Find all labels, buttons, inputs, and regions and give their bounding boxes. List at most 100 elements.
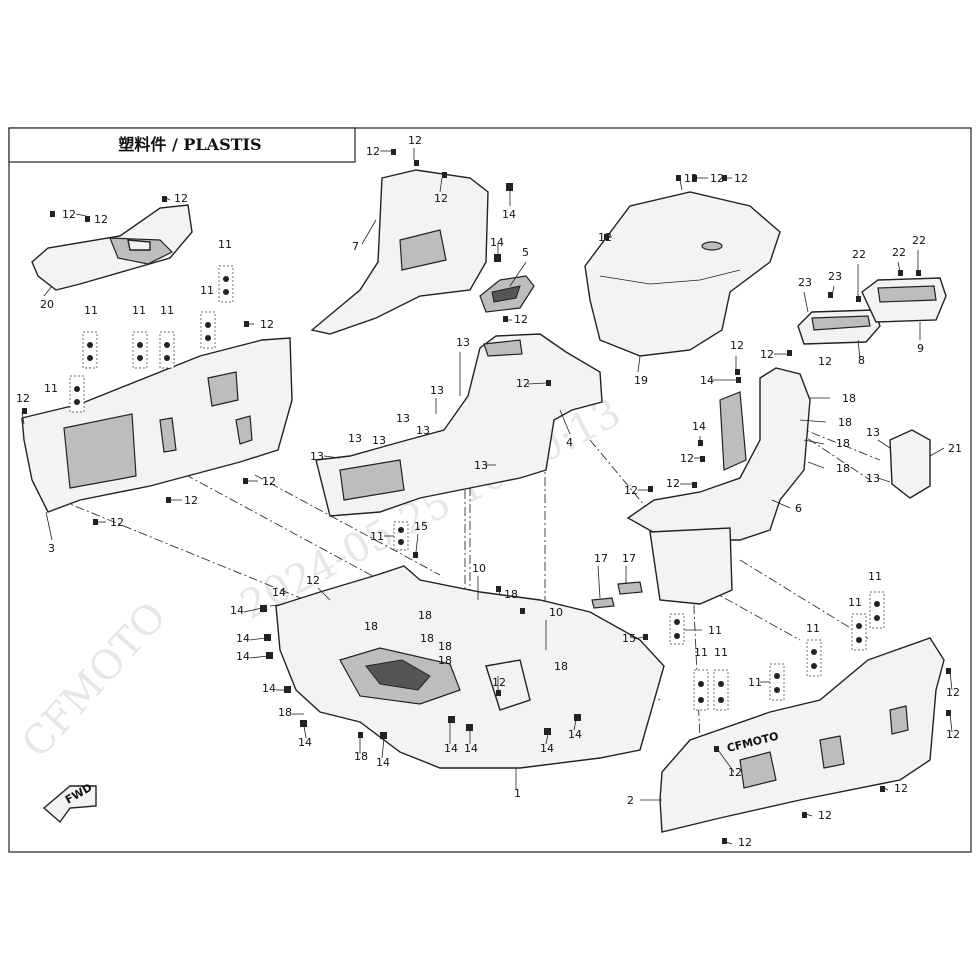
callout-12q: 12 bbox=[516, 377, 530, 390]
callout-12v: 12 bbox=[624, 484, 638, 497]
callout-10a: 10 bbox=[472, 562, 486, 575]
callout-11j: 11 bbox=[714, 646, 728, 659]
callout-18f: 18 bbox=[438, 654, 452, 667]
callout-12g: 12 bbox=[260, 318, 274, 331]
callout-14b: 14 bbox=[490, 236, 504, 249]
callout-18i: 18 bbox=[354, 750, 368, 763]
part-20-rear-upper-fender bbox=[31, 204, 193, 291]
callout-12n: 12 bbox=[734, 172, 748, 185]
callout-12h: 12 bbox=[16, 392, 30, 405]
callout-labels: 1 2 3 4 5 6 7 8 9 10 10 11 11 11 11 11 1… bbox=[16, 134, 962, 849]
callout-12l: 12 bbox=[684, 172, 698, 185]
callout-13c: 13 bbox=[396, 412, 410, 425]
callout-18g: 18 bbox=[554, 660, 568, 673]
callout-18k: 18 bbox=[838, 416, 852, 429]
leader-lines bbox=[21, 148, 953, 845]
callout-17b: 17 bbox=[622, 552, 636, 565]
callout-13i: 13 bbox=[866, 426, 880, 439]
part-21-bracket bbox=[889, 429, 931, 499]
callout-12r: 12 bbox=[730, 339, 744, 352]
diagram-frame bbox=[8, 127, 972, 853]
callout-7: 7 bbox=[352, 240, 359, 253]
callout-23a: 23 bbox=[798, 276, 812, 289]
callout-12d: 12 bbox=[62, 208, 76, 221]
callout-11d: 11 bbox=[200, 284, 214, 297]
callout-2: 2 bbox=[627, 794, 634, 807]
callout-14a: 14 bbox=[502, 208, 516, 221]
callout-9: 9 bbox=[917, 342, 924, 355]
callout-11a: 11 bbox=[84, 304, 98, 317]
callout-12u: 12 bbox=[680, 452, 694, 465]
part-1-floor-pan bbox=[275, 565, 665, 769]
callout-4: 4 bbox=[566, 436, 573, 449]
callout-11g: 11 bbox=[370, 530, 384, 543]
callout-12j: 12 bbox=[110, 516, 124, 529]
callout-8: 8 bbox=[858, 354, 865, 367]
callout-11n: 11 bbox=[868, 570, 882, 583]
callout-21: 21 bbox=[948, 442, 962, 455]
callout-12y: 12 bbox=[492, 676, 506, 689]
callout-18a: 18 bbox=[504, 588, 518, 601]
part-6-rear-support bbox=[626, 367, 811, 605]
callout-5: 5 bbox=[522, 246, 529, 259]
callout-1: 1 bbox=[514, 787, 521, 800]
callout-12t: 12 bbox=[818, 355, 832, 368]
part-7-front-inner-panel bbox=[310, 169, 489, 335]
callout-14i: 14 bbox=[262, 682, 276, 695]
title-box bbox=[8, 127, 356, 163]
callout-14o: 14 bbox=[568, 728, 582, 741]
fasteners bbox=[22, 149, 951, 844]
callout-15b: 15 bbox=[622, 632, 636, 645]
callout-14n: 14 bbox=[540, 742, 554, 755]
callout-11b: 11 bbox=[132, 304, 146, 317]
callout-14m: 14 bbox=[464, 742, 478, 755]
callout-11l: 11 bbox=[806, 622, 820, 635]
callout-12ab: 12 bbox=[818, 809, 832, 822]
callout-18h: 18 bbox=[278, 706, 292, 719]
callout-14j: 14 bbox=[298, 736, 312, 749]
fastener-boxes bbox=[69, 265, 885, 711]
callout-14c: 14 bbox=[700, 374, 714, 387]
callout-22b: 22 bbox=[892, 246, 906, 259]
callout-18l: 18 bbox=[836, 437, 850, 450]
callout-22c: 22 bbox=[912, 234, 926, 247]
callout-19: 19 bbox=[634, 374, 648, 387]
callout-18e: 18 bbox=[438, 640, 452, 653]
callout-13b: 13 bbox=[430, 384, 444, 397]
callout-18b: 18 bbox=[418, 609, 432, 622]
callout-12ad: 12 bbox=[946, 686, 960, 699]
part-19-storage-box bbox=[584, 191, 781, 357]
callout-3: 3 bbox=[48, 542, 55, 555]
callout-12z: 12 bbox=[728, 766, 742, 779]
callout-11f: 11 bbox=[44, 382, 58, 395]
callout-11k: 11 bbox=[748, 676, 762, 689]
callout-13f: 13 bbox=[372, 434, 386, 447]
callout-12i: 12 bbox=[184, 494, 198, 507]
callout-15a: 15 bbox=[414, 520, 428, 533]
callout-11h: 11 bbox=[708, 624, 722, 637]
callout-14d: 14 bbox=[692, 420, 706, 433]
callout-23b: 23 bbox=[828, 270, 842, 283]
part-3-left-side-panel bbox=[21, 337, 293, 513]
part-17-pads bbox=[591, 581, 643, 609]
callout-12m: 12 bbox=[710, 172, 724, 185]
callout-18j: 18 bbox=[842, 392, 856, 405]
callout-11m: 11 bbox=[848, 596, 862, 609]
callout-12w: 12 bbox=[666, 477, 680, 490]
callout-12p: 12 bbox=[514, 313, 528, 326]
part-8-grille bbox=[797, 309, 881, 345]
callout-12b: 12 bbox=[408, 134, 422, 147]
callout-12ac: 12 bbox=[894, 782, 908, 795]
callout-13j: 13 bbox=[866, 472, 880, 485]
callout-22a: 22 bbox=[852, 248, 866, 261]
callout-12ae: 12 bbox=[946, 728, 960, 741]
callout-14g: 14 bbox=[236, 632, 250, 645]
callout-12o: 12 bbox=[598, 231, 612, 244]
callout-18m: 18 bbox=[836, 462, 850, 475]
callout-6: 6 bbox=[795, 502, 802, 515]
callout-13a: 13 bbox=[456, 336, 470, 349]
callout-20: 20 bbox=[40, 298, 54, 311]
callout-14h: 14 bbox=[236, 650, 250, 663]
callout-11e: 11 bbox=[218, 238, 232, 251]
callout-14f: 14 bbox=[230, 604, 244, 617]
